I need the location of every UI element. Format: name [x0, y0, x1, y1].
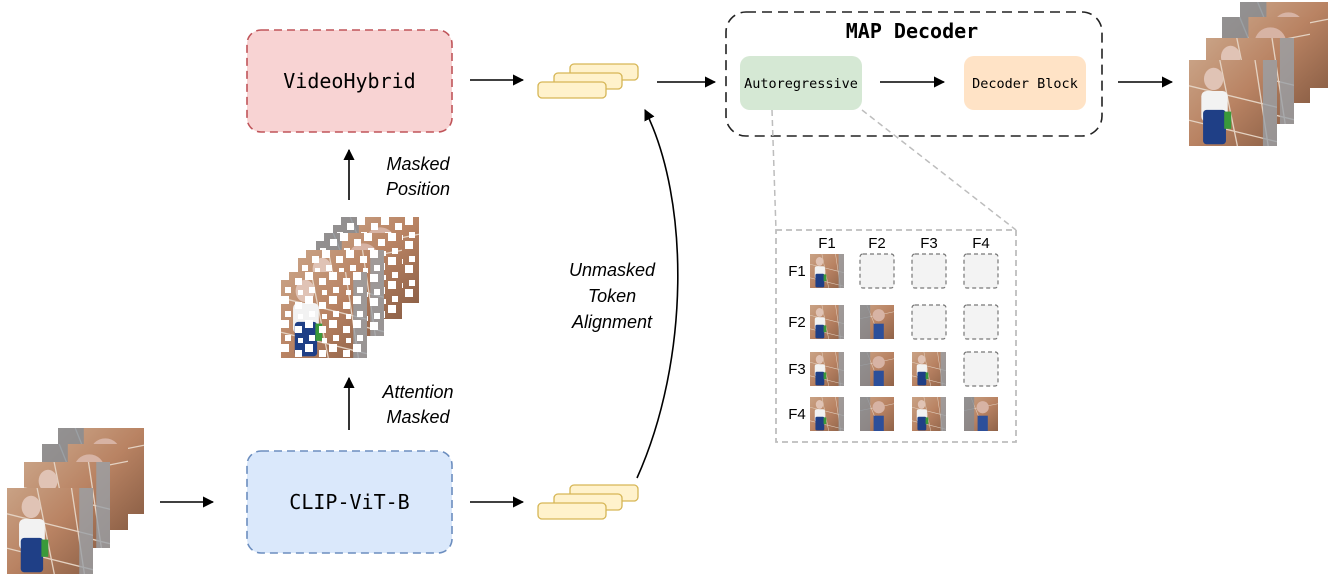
- matrix-row-header: F2: [788, 314, 806, 331]
- decoder-block-box: [964, 56, 1086, 110]
- matrix-frame-cell: [810, 352, 844, 386]
- matrix-frame-cell: [810, 397, 844, 431]
- matrix-frame-cell: [912, 397, 946, 431]
- matrix-masked-cell: [963, 253, 999, 289]
- masked-position-line2: Position: [386, 179, 450, 199]
- clip-vit-b-box: CLIP-ViT-B: [246, 450, 453, 554]
- autoregressive-box: [740, 56, 862, 110]
- map-decoder: MAP Decoder Autoregressive Decoder Block: [725, 11, 1103, 137]
- matrix-frame-cell: [810, 254, 844, 288]
- masked-position-line1: Masked: [386, 154, 450, 174]
- matrix-col-header: F1: [818, 235, 836, 252]
- input-video-frames: [7, 428, 144, 574]
- videohybrid-label: VideoHybrid: [283, 69, 415, 93]
- zoom-guide-left: [771, 109, 777, 231]
- matrix-col-header: F2: [868, 235, 886, 252]
- unmasked-line3: Alignment: [571, 312, 653, 332]
- matrix-masked-cell: [963, 304, 999, 340]
- matrix-col-header: F4: [972, 235, 990, 252]
- matrix-row-header: F3: [788, 361, 806, 378]
- matrix-frame-cell: [860, 352, 894, 386]
- matrix-masked-cell: [911, 304, 947, 340]
- unmasked-line1: Unmasked: [569, 260, 656, 280]
- matrix-masked-cell: [963, 351, 999, 387]
- matrix-frame-cell: [860, 397, 894, 431]
- clip-label: CLIP-ViT-B: [289, 490, 409, 514]
- matrix-row-header: F1: [788, 263, 806, 280]
- clip-tokens: [537, 484, 639, 520]
- unmasked-line2: Token: [588, 286, 636, 306]
- masked-video-frames: [281, 217, 419, 358]
- videohybrid-tokens: [537, 63, 639, 99]
- attention-masked-line1: Attention: [381, 382, 453, 402]
- matrix-frame-cell: [810, 305, 844, 339]
- matrix-col-header: F3: [920, 235, 938, 252]
- arrow-unmasked-alignment: [636, 108, 679, 479]
- matrix-frame-cell: [860, 305, 894, 339]
- autoregressive-label: Autoregressive: [744, 76, 858, 92]
- matrix-masked-cell: [911, 253, 947, 289]
- decoder-block-label: Decoder Block: [972, 76, 1078, 92]
- zoom-guide-right: [861, 109, 1017, 231]
- matrix-frame-cell: [912, 352, 946, 386]
- matrix-masked-cell: [859, 253, 895, 289]
- matrix-row-header: F4: [788, 406, 806, 423]
- videohybrid-box: VideoHybrid: [246, 29, 453, 133]
- map-decoder-title: MAP Decoder: [846, 19, 978, 43]
- output-video-frames: [1189, 2, 1328, 146]
- matrix-frame-cell: [964, 397, 998, 431]
- attention-masked-line2: Masked: [386, 407, 450, 427]
